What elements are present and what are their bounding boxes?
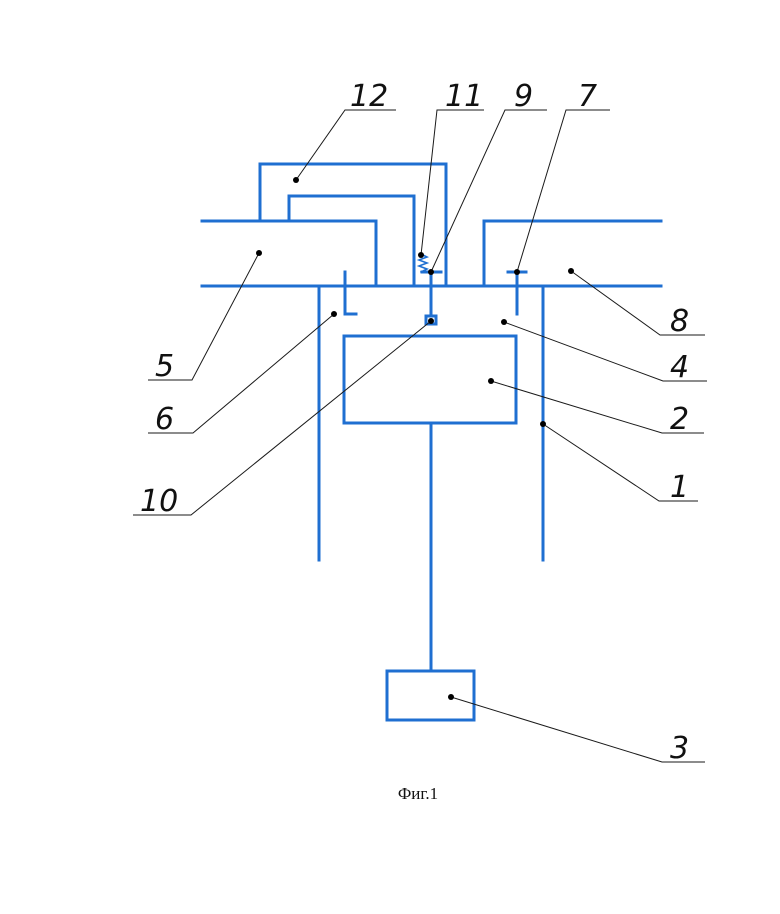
dot-7 xyxy=(514,269,520,275)
bypass-duct xyxy=(260,164,446,286)
label-2: 2 xyxy=(670,402,689,437)
channel-top-wall-right xyxy=(484,221,661,286)
leader-9 xyxy=(431,110,547,272)
label-4: 4 xyxy=(670,350,689,385)
valve-7 xyxy=(508,272,526,314)
valve-6 xyxy=(345,272,356,314)
label-5: 5 xyxy=(155,349,174,384)
valve-9 xyxy=(422,272,441,316)
bypass-inner-wall xyxy=(289,196,414,286)
leader-11 xyxy=(421,110,484,255)
channel-top-wall-left xyxy=(202,221,376,286)
dot-6 xyxy=(331,311,337,317)
leader-lines xyxy=(133,110,707,762)
dot-9 xyxy=(428,269,434,275)
leader-12 xyxy=(296,110,396,180)
label-6: 6 xyxy=(155,402,174,437)
dot-2 xyxy=(488,378,494,384)
label-8: 8 xyxy=(670,304,689,339)
dot-8 xyxy=(568,268,574,274)
leader-6 xyxy=(148,314,334,433)
dot-11 xyxy=(418,252,424,258)
figure-caption: Фиг.1 xyxy=(398,784,438,803)
label-7: 7 xyxy=(578,79,597,114)
dot-3 xyxy=(448,694,454,700)
weight-block xyxy=(387,671,474,720)
leader-3 xyxy=(451,697,705,762)
dot-5 xyxy=(256,250,262,256)
label-12: 12 xyxy=(350,79,388,114)
dot-4 xyxy=(501,319,507,325)
dot-12 xyxy=(293,177,299,183)
label-11: 11 xyxy=(445,79,483,114)
dot-1 xyxy=(540,421,546,427)
dot-10 xyxy=(428,318,434,324)
leader-7 xyxy=(517,110,610,272)
label-10: 10 xyxy=(140,484,178,519)
bypass-outer-wall xyxy=(260,164,446,286)
label-1: 1 xyxy=(670,470,689,505)
label-3: 3 xyxy=(670,731,689,766)
label-9: 9 xyxy=(514,79,533,114)
